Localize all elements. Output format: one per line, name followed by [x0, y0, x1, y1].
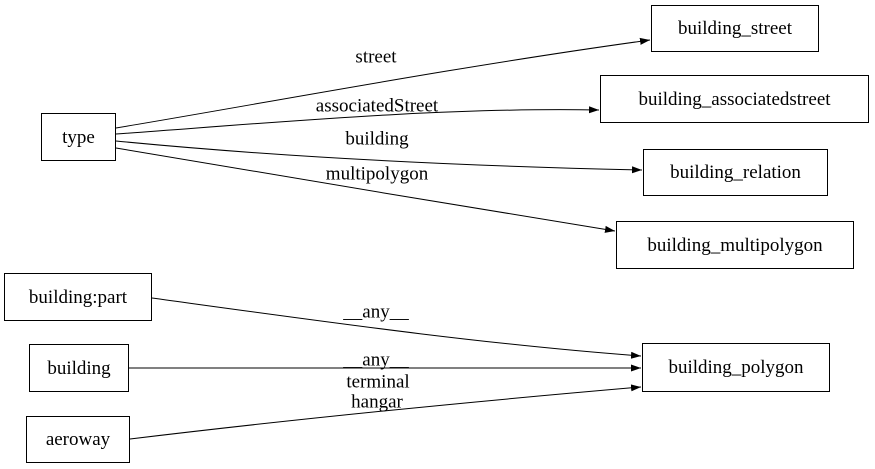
edge-type-to-building_associatedstreet: [115, 106, 600, 135]
edge-label-any-building: __any__: [343, 349, 409, 371]
edge-aeroway-to-building_polygon: [129, 384, 642, 440]
edge-label-building: building: [345, 128, 409, 150]
node-building_multipolygon: building_multipolygon: [616, 221, 854, 269]
node-aeroway: aeroway: [26, 416, 130, 463]
node-building_associatedstreet-label: building_associatedstreet: [638, 88, 831, 110]
edge-label-street: street: [355, 46, 397, 68]
node-building-label: building: [47, 357, 111, 379]
node-type: type: [41, 113, 116, 161]
edge-label-associatedstreet: associatedStreet: [315, 95, 439, 117]
edge-type-to-building_multipolygon: [115, 147, 616, 233]
node-building_multipolygon-label: building_multipolygon: [647, 234, 823, 256]
edge-label-multipolygon: multipolygon: [325, 163, 429, 185]
node-building_relation-label: building_relation: [670, 162, 801, 183]
edge-type-to-building_street: [115, 37, 651, 129]
edge-type-to-building_relation: [115, 140, 643, 174]
node-building_associatedstreet: building_associatedstreet: [600, 75, 869, 123]
node-building: building: [29, 344, 129, 392]
edge-label-any-building-part: __any__: [343, 301, 409, 323]
node-building_street-label: building_street: [678, 18, 792, 39]
edge-label-hangar: hangar: [351, 391, 403, 413]
node-building_street: building_street: [651, 5, 819, 52]
edge-label-terminal: terminal: [346, 371, 410, 393]
node-building_polygon: building_polygon: [642, 343, 830, 392]
node-aeroway-label: aeroway: [45, 429, 111, 450]
node-type-label: type: [62, 126, 95, 148]
node-building_part-label: building:part: [28, 286, 128, 308]
node-building_relation: building_relation: [643, 149, 828, 196]
node-building_polygon-label: building_polygon: [668, 357, 804, 378]
node-building_part: building:part: [4, 273, 152, 321]
edge-building_part-to-building_polygon: [151, 297, 642, 359]
